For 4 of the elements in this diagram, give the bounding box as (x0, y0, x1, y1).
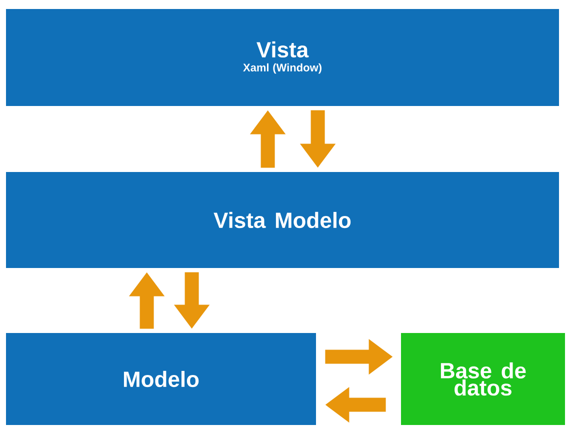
layer-box: Modelo (6, 333, 316, 425)
layer-box: Vista Xaml (Window) (6, 9, 559, 106)
database-box: Base de datos (401, 333, 565, 425)
layer-box: Vista Modelo (6, 172, 559, 268)
